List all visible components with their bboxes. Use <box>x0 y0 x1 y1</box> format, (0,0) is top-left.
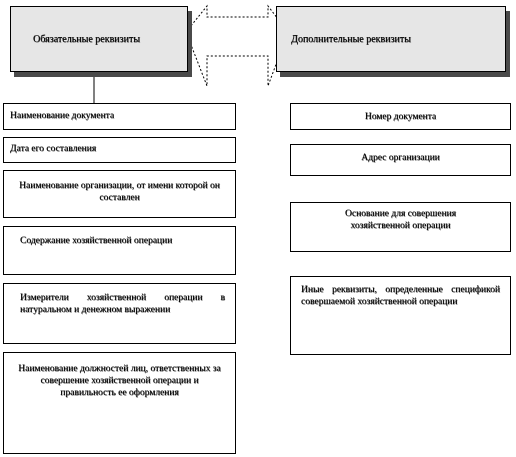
additional-item-basis: Основание для совершения хозяйственной о… <box>290 202 511 252</box>
required-item-date: Дата его составления <box>3 137 236 163</box>
required-requisites-header: Обязательные реквизиты <box>10 6 188 72</box>
required-item-organization: Наименование организации, от имени котор… <box>3 170 236 218</box>
additional-requisites-title: Дополнительные реквизиты <box>291 33 411 45</box>
required-requisites-title: Обязательные реквизиты <box>33 33 140 45</box>
additional-item-address: Адрес организации <box>290 144 511 176</box>
required-item-responsible-persons: Наименование должностей лиц, ответственн… <box>3 352 236 454</box>
additional-requisites-header: Дополнительные реквизиты <box>276 6 506 72</box>
additional-item-other: Иные реквизиты, определенные спецификой … <box>290 276 511 355</box>
required-item-measurements: Измерители хозяйственной операции в нату… <box>3 283 236 344</box>
required-item-operation-content: Содержание хозяйственной операции <box>3 226 236 275</box>
required-item-document-name: Наименование документа <box>3 103 236 130</box>
double-arrow-icon <box>185 4 289 87</box>
additional-item-number: Номер документа <box>290 103 511 130</box>
